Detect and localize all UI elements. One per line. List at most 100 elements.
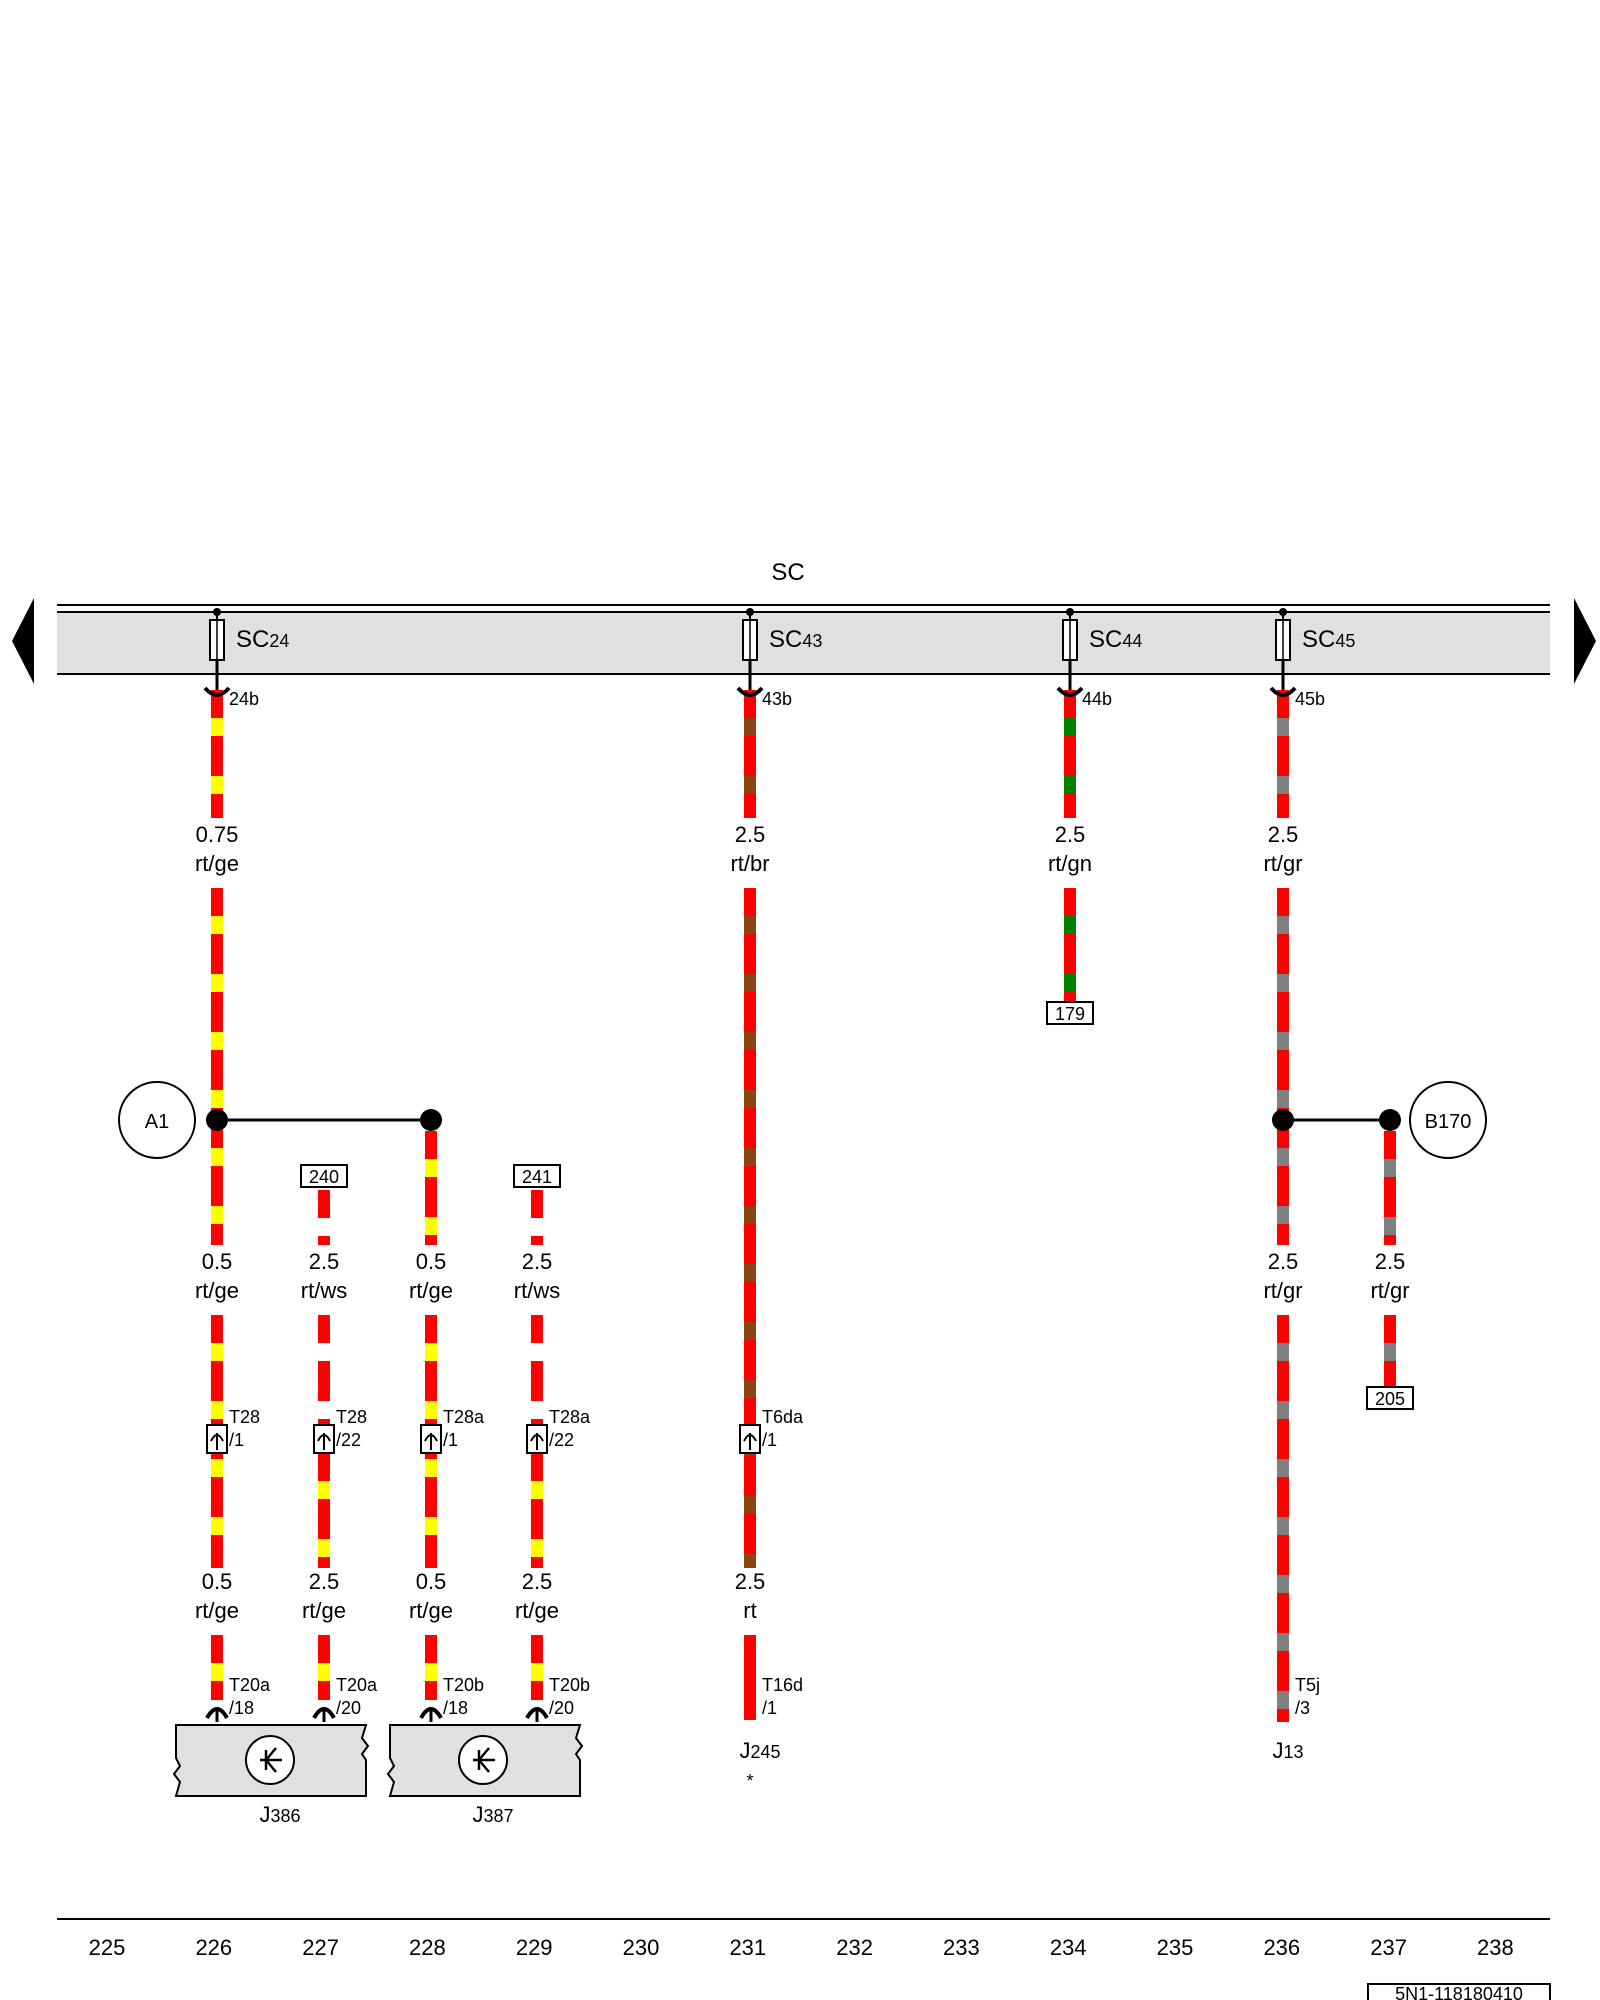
connector-t20a-18[interactable]: T20a /18 <box>205 1675 271 1722</box>
wire-color-label: rt/ws <box>301 1278 347 1303</box>
wire-segment[interactable] <box>531 1190 543 1245</box>
igniter-symbol-icon <box>260 1747 282 1773</box>
connector-pin: /20 <box>549 1698 574 1718</box>
ref-box-205[interactable]: 205 <box>1366 1386 1414 1410</box>
component-number: 245 <box>750 1742 780 1762</box>
connector-t28a-22[interactable]: T28a /22 <box>526 1407 591 1454</box>
wire-color-label: rt/ge <box>195 1278 239 1303</box>
fuse-sc45[interactable]: SC45 45b <box>1269 608 1355 709</box>
connector-name: T6da <box>762 1407 804 1427</box>
component-letter: J <box>1272 1738 1283 1763</box>
connector-t28-1[interactable]: T28 /1 <box>206 1407 260 1454</box>
connector-pin: /22 <box>549 1430 574 1450</box>
wire-color-label: rt/ws <box>514 1278 560 1303</box>
junction-dot <box>206 1109 228 1131</box>
component-letter: J <box>739 1738 750 1763</box>
connector-t5j-3[interactable]: T5j /3 <box>1295 1675 1320 1718</box>
connector-t20a-20[interactable]: T20a /20 <box>312 1675 378 1722</box>
wire-size-label: 0.5 <box>416 1249 447 1274</box>
column-number: 238 <box>1477 1935 1514 1960</box>
connector-pin: /1 <box>443 1430 458 1450</box>
svg-text:J387: J387 <box>472 1802 513 1827</box>
component-j387[interactable]: J387 <box>386 1724 584 1827</box>
wire-color-label: rt/br <box>730 851 769 876</box>
wire-segment[interactable] <box>1277 888 1289 1245</box>
fuse-terminal: 43b <box>762 689 792 709</box>
wire-segment[interactable] <box>531 1453 543 1568</box>
column-number: 236 <box>1263 1935 1300 1960</box>
wire-segment[interactable] <box>531 1315 543 1425</box>
connector-pin: /18 <box>229 1698 254 1718</box>
wire-segment[interactable] <box>211 690 223 818</box>
connector-pin: /1 <box>762 1430 777 1450</box>
component-number: 386 <box>270 1806 300 1826</box>
bus-continue-left-arrow-icon[interactable] <box>12 598 34 684</box>
wire-segment[interactable] <box>744 1635 756 1720</box>
drawing-code: 5N1-118180410 <box>1395 1984 1523 2000</box>
wire-segment[interactable] <box>318 1190 330 1245</box>
column-number: 228 <box>409 1935 446 1960</box>
component-note: * <box>746 1771 753 1791</box>
fuse-sc44[interactable]: SC44 44b <box>1056 608 1142 709</box>
component-j386[interactable]: J386 <box>172 1724 370 1827</box>
fuse-sc24[interactable]: SC24 24b <box>203 608 289 709</box>
fuse-sc43[interactable]: SC43 43b <box>736 608 822 709</box>
component-j13[interactable]: J13 <box>1272 1738 1303 1763</box>
ref-box-241[interactable]: 241 <box>513 1164 561 1188</box>
column-number: 227 <box>302 1935 339 1960</box>
wire-color-label: rt/ge <box>195 851 239 876</box>
wire-segment[interactable] <box>1064 690 1076 818</box>
connector-t6da-1[interactable]: T6da /1 <box>739 1407 804 1454</box>
connector-t20b-18[interactable]: T20b /18 <box>419 1675 484 1722</box>
connector-t16d-1[interactable]: T16d /1 <box>762 1675 803 1718</box>
wire-segment[interactable] <box>531 1635 543 1700</box>
component-letter: J <box>259 1802 270 1827</box>
connector-t28-22[interactable]: T28 /22 <box>313 1407 367 1454</box>
wire-color-label: rt/ge <box>515 1598 559 1623</box>
svg-text:SC43: SC43 <box>769 626 822 653</box>
component-number: 387 <box>483 1806 513 1826</box>
connector-t20b-20[interactable]: T20b /20 <box>525 1675 590 1722</box>
connector-pin: /3 <box>1295 1698 1310 1718</box>
fuse-number: 45 <box>1335 631 1355 651</box>
svg-text:SC24: SC24 <box>236 626 289 653</box>
fuse-label: SC <box>769 626 802 653</box>
branch-connections <box>206 1109 1401 1131</box>
wire-segment[interactable] <box>425 1131 437 1245</box>
wire-segment[interactable] <box>318 1453 330 1568</box>
wire-segment[interactable] <box>318 1635 330 1700</box>
wire-segment[interactable] <box>425 1635 437 1700</box>
splice-label: B170 <box>1425 1111 1472 1133</box>
connector-pin: /18 <box>443 1698 468 1718</box>
bus-continue-right-arrow-icon[interactable] <box>1574 598 1596 684</box>
ref-box-179[interactable]: 179 <box>1046 1001 1094 1025</box>
column-number: 235 <box>1157 1935 1194 1960</box>
wire-color-label: rt/gr <box>1370 1278 1409 1303</box>
svg-text:SC44: SC44 <box>1089 626 1142 653</box>
connector-name: T28 <box>336 1407 367 1427</box>
wire-segment[interactable] <box>1277 690 1289 818</box>
svg-text:J245: J245 <box>739 1738 780 1763</box>
igniter-symbol-icon <box>473 1747 495 1773</box>
wire-size-label: 2.5 <box>1375 1249 1406 1274</box>
splice-b170[interactable]: B170 <box>1409 1081 1487 1159</box>
wire-segment[interactable] <box>211 1635 223 1700</box>
ref-number: 179 <box>1055 1004 1085 1024</box>
column-number: 232 <box>836 1935 873 1960</box>
connector-t28a-1[interactable]: T28a /1 <box>420 1407 485 1454</box>
wire-segment[interactable] <box>1064 888 1076 1002</box>
bus-bar: SC <box>57 559 1550 675</box>
wire-segment[interactable] <box>1277 1315 1289 1722</box>
splice-a1[interactable]: A1 <box>118 1081 196 1159</box>
wire-segment[interactable] <box>744 888 756 1568</box>
wire-segment[interactable] <box>1384 1131 1396 1245</box>
wire-segment[interactable] <box>1384 1315 1396 1387</box>
wire-segment[interactable] <box>744 690 756 818</box>
component-j245[interactable]: J245 * <box>739 1738 780 1791</box>
wire-color-label: rt/ge <box>409 1598 453 1623</box>
ref-box-240[interactable]: 240 <box>300 1164 348 1188</box>
wire-segment[interactable] <box>318 1315 330 1425</box>
wire-segment[interactable] <box>211 888 223 1245</box>
connector-pin: /1 <box>229 1430 244 1450</box>
